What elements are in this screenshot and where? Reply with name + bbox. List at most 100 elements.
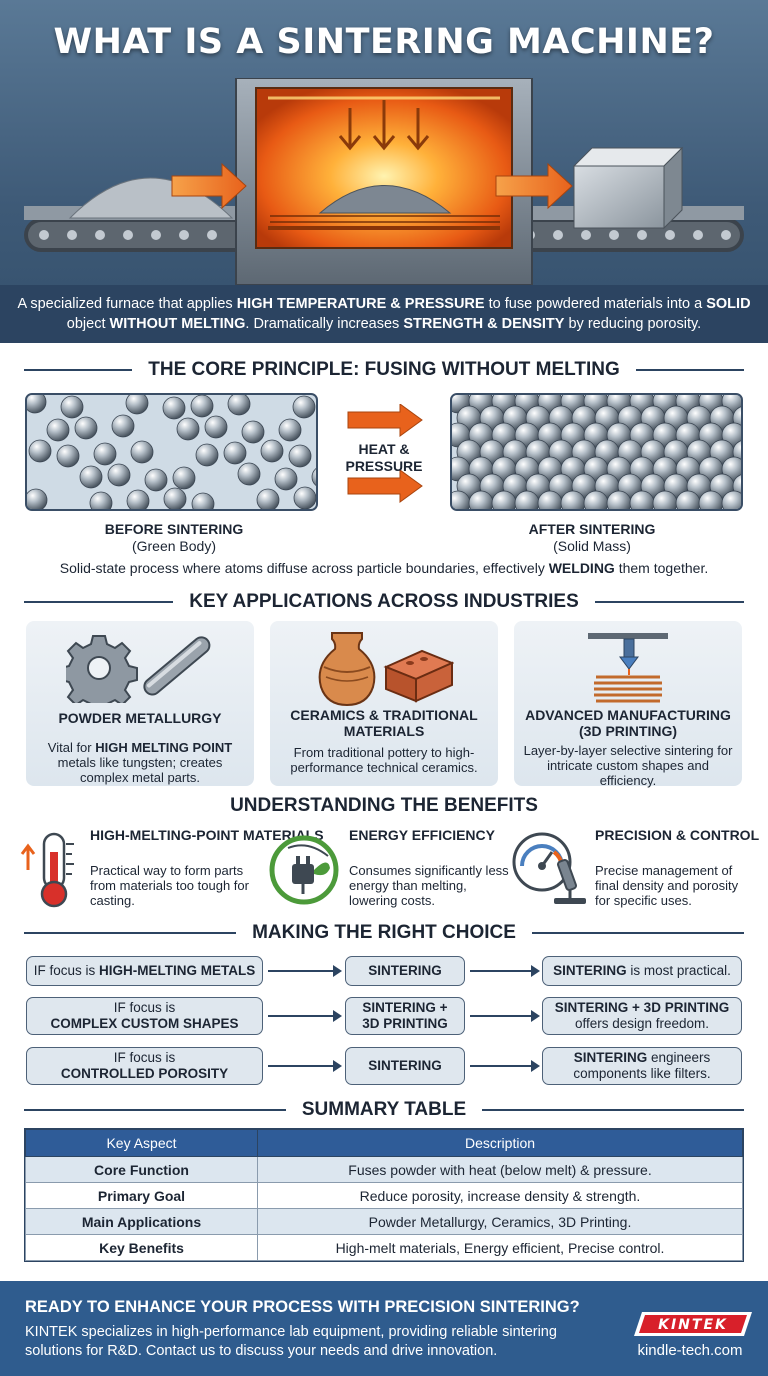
choice-result-3: SINTERING engineers components like filt… (542, 1047, 742, 1085)
application-card-3d-printing: ADVANCED MANUFACTURING (3D PRINTING) Lay… (514, 621, 742, 788)
section-heading-summary: SUMMARY TABLE (24, 1097, 744, 1123)
table-cell-description: Fuses powder with heat (below melt) & pr… (257, 1156, 743, 1183)
cta-title: READY TO ENHANCE YOUR PROCESS WITH PRECI… (25, 1298, 580, 1316)
after-sintering-particles (450, 393, 743, 511)
table-row: Key Benefits High-melt materials, Energy… (25, 1234, 743, 1261)
vase-and-brick-icon (318, 632, 454, 707)
particle (46, 418, 70, 442)
particle (79, 465, 103, 489)
particle (293, 486, 316, 509)
particle (191, 492, 215, 509)
particle (111, 414, 135, 438)
table-cell-description: High-melt materials, Energy efficient, P… (257, 1234, 743, 1261)
application-card-powder-metallurgy: POWDER METALLURGY Vital for HIGH MELTING… (26, 621, 254, 786)
particle (28, 439, 52, 463)
particle (93, 442, 117, 466)
svg-text:KINTEK: KINTEK (658, 1317, 728, 1333)
process-arrows-icon (347, 404, 423, 503)
table-cell-aspect: Main Applications (25, 1208, 258, 1235)
gauge-microscope-icon (512, 832, 586, 904)
particle (195, 443, 219, 467)
particle (288, 444, 312, 468)
particle (227, 395, 251, 416)
particle (27, 395, 47, 414)
particle (144, 468, 168, 492)
particle (223, 441, 247, 465)
website-link[interactable]: kindle-tech.com (637, 1342, 743, 1359)
application-card-ceramics: CERAMICS & TRADITIONAL MATERIALS From tr… (270, 621, 498, 786)
principle-description: Solid-state process where atoms diffuse … (59, 560, 709, 576)
choice-arrow (268, 1060, 342, 1072)
particle (176, 417, 200, 441)
summary-table: Key Aspect Description Core Function Fus… (24, 1128, 744, 1262)
table-header-cell: Key Aspect (25, 1129, 258, 1157)
particle (721, 490, 741, 509)
cta-footer: READY TO ENHANCE YOUR PROCESS WITH PRECI… (0, 1281, 768, 1376)
particle (89, 491, 113, 509)
after-sintering-label: AFTER SINTERING (Solid Mass) (528, 521, 656, 554)
eco-plug-icon (269, 835, 339, 905)
particle (241, 420, 265, 444)
choice-arrow (268, 1010, 342, 1022)
gear-and-rod-icon (66, 635, 211, 703)
choice-method-2: SINTERING + 3D PRINTING (345, 997, 465, 1035)
hero-banner: WHAT IS A SINTERING MACHINE? (0, 0, 768, 343)
particle (274, 467, 298, 491)
choice-method-3: SINTERING (345, 1047, 465, 1085)
choice-method-1: SINTERING (345, 956, 465, 986)
table-cell-aspect: Core Function (25, 1156, 258, 1183)
table-cell-description: Powder Metallurgy, Ceramics, 3D Printing… (257, 1208, 743, 1235)
particle (311, 468, 316, 486)
table-cell-description: Reduce porosity, increase density & stre… (257, 1182, 743, 1209)
particle (107, 463, 131, 487)
thermometer-icon (20, 832, 74, 908)
choice-result-1: SINTERING is most practical. (542, 956, 742, 986)
table-header-cell: Description (257, 1129, 743, 1157)
section-heading-principle: THE CORE PRINCIPLE: FUSING WITHOUT MELTI… (24, 357, 744, 383)
page-title: WHAT IS A SINTERING MACHINE? (53, 22, 715, 62)
choice-condition-1: IF focus is HIGH-MELTING METALS (26, 956, 263, 986)
heat-pressure-label: HEAT & PRESSURE (345, 441, 423, 474)
table-cell-aspect: Key Benefits (25, 1234, 258, 1261)
choice-arrow (268, 965, 342, 977)
particle (256, 488, 280, 509)
section-heading-benefits: UNDERSTANDING THE BENEFITS (230, 795, 538, 816)
cta-text: KINTEK specializes in high-performance l… (25, 1324, 557, 1359)
choice-arrow (470, 1060, 540, 1072)
particle (74, 416, 98, 440)
before-sintering-particles (25, 393, 318, 511)
table-row: Primary Goal Reduce porosity, increase d… (25, 1182, 743, 1209)
pressure-arrows-icon (338, 100, 430, 151)
table-row: Core Function Fuses powder with heat (be… (25, 1156, 743, 1183)
particle-illustration (452, 395, 741, 509)
kintek-logo[interactable]: KINTEK (634, 1311, 752, 1337)
hero-caption: A specialized furnace that applies HIGH … (0, 285, 768, 343)
section-heading-choice: MAKING THE RIGHT CHOICE (24, 920, 745, 946)
particle (126, 489, 150, 509)
particle (172, 466, 196, 490)
particle (60, 395, 84, 419)
particle (260, 439, 284, 463)
sintering-furnace-illustration (24, 78, 744, 285)
choice-arrow (470, 1010, 540, 1022)
3d-printer-icon (588, 633, 668, 703)
particle-illustration (27, 395, 316, 509)
particle (130, 440, 154, 464)
particle (56, 444, 80, 468)
particle (163, 487, 187, 509)
choice-arrow (470, 965, 540, 977)
before-sintering-label: BEFORE SINTERING (Green Body) (104, 521, 244, 554)
particle (278, 418, 302, 442)
section-heading-applications: KEY APPLICATIONS ACROSS INDUSTRIES (24, 589, 745, 615)
table-row: Main Applications Powder Metallurgy, Cer… (25, 1208, 743, 1235)
particle (237, 462, 261, 486)
particle (204, 415, 228, 439)
particle (125, 395, 149, 415)
particle (27, 488, 48, 509)
particle (190, 395, 214, 418)
table-cell-aspect: Primary Goal (25, 1182, 258, 1209)
conveyor-rollers-icon (39, 230, 731, 240)
